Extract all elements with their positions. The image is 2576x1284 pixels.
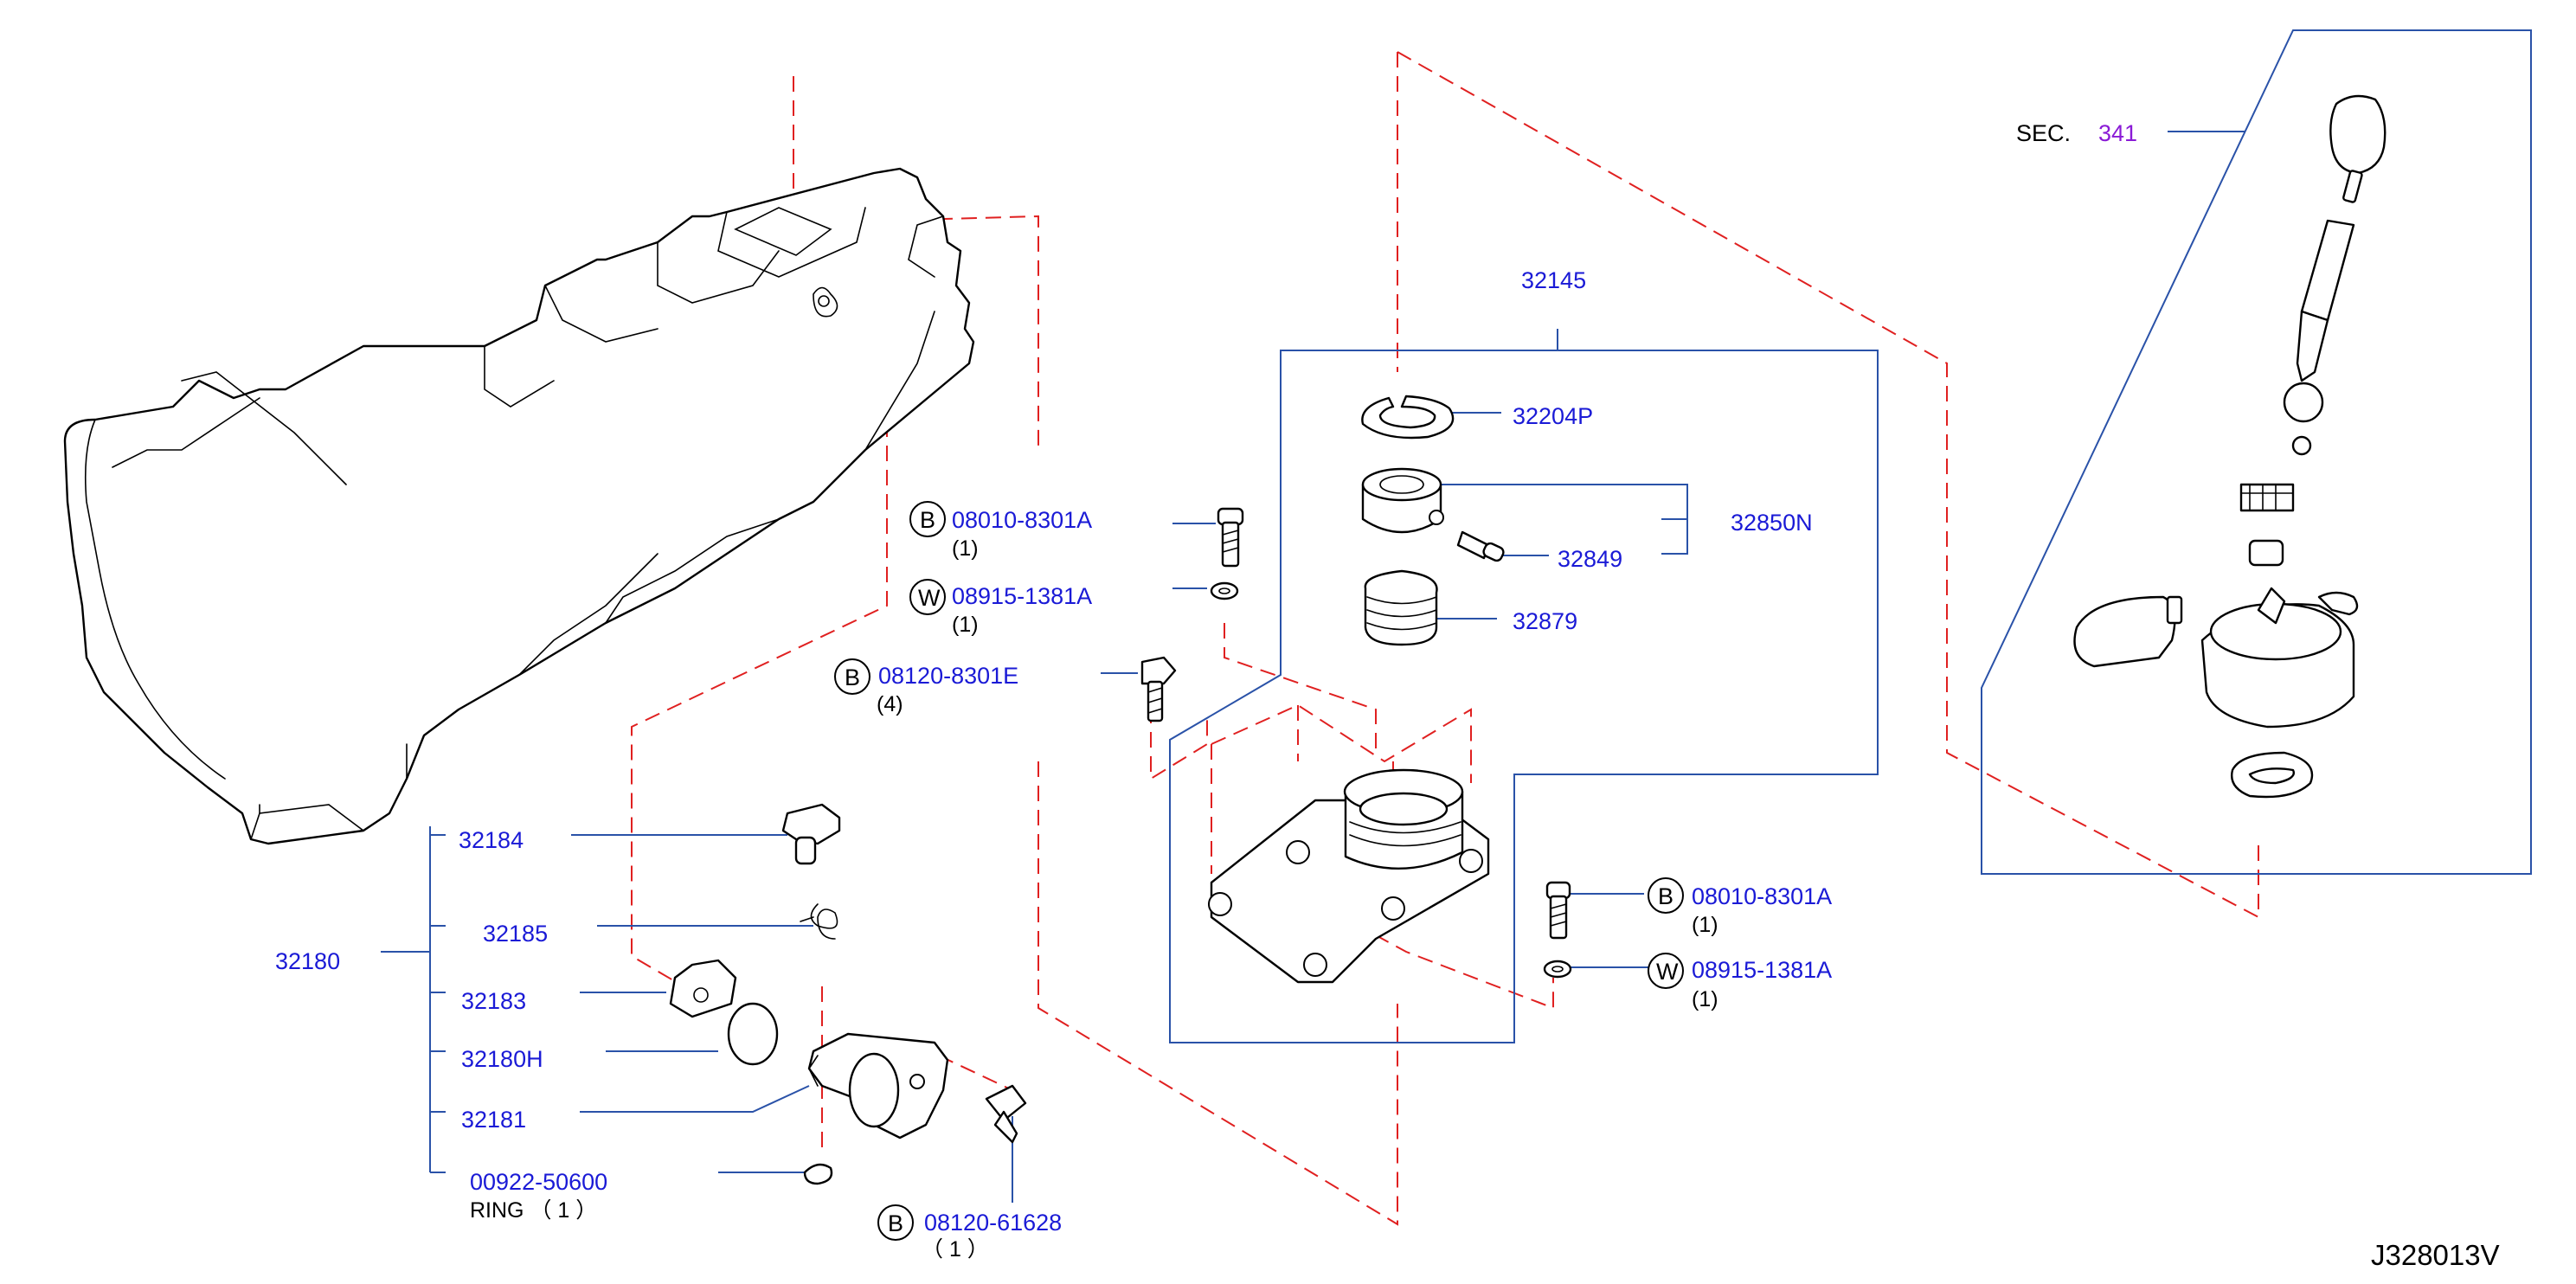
qty-b4: (1): [1692, 913, 1718, 937]
part-32181-link[interactable]: 32181: [461, 1107, 526, 1133]
part-32849-pin: [1456, 530, 1505, 562]
bolt-marker-b1: [909, 501, 946, 537]
part-08915-1381A-lower-link[interactable]: 08915-1381A: [1692, 957, 1832, 983]
bolt-marker-b4-letter: B: [1658, 883, 1673, 909]
part-32183-link[interactable]: 32183: [461, 988, 526, 1014]
sec-341-link[interactable]: 341: [2098, 120, 2137, 146]
sec-prefix: SEC.: [2016, 120, 2071, 146]
washer-marker-w1: [909, 579, 946, 615]
part-32204P-snap-ring: [1361, 395, 1455, 440]
shift-lever-assembly-illustration: [2073, 94, 2386, 799]
part-32145-retainer: [1208, 768, 1490, 984]
washer-08915-1381A-upper: [1210, 581, 1239, 600]
bolt-marker-b3-letter: B: [888, 1210, 903, 1236]
washer-marker-w1-letter: W: [918, 585, 941, 611]
bolt-08010-8301A-upper: [1217, 507, 1244, 568]
qty-b3: （ 1 ）: [922, 1237, 989, 1262]
part-32849-link[interactable]: 32849: [1558, 546, 1622, 572]
part-32850N-link[interactable]: 32850N: [1731, 510, 1813, 536]
part-32180-link[interactable]: 32180: [275, 948, 340, 974]
part-32879-link[interactable]: 32879: [1513, 608, 1577, 634]
qty-w1: (1): [952, 613, 979, 637]
qty-b1: (1): [952, 536, 979, 561]
leader-lines: [381, 131, 2245, 1203]
washer-08915-1381A-lower: [1543, 960, 1572, 979]
part-00922-ring: [803, 1163, 833, 1185]
part-32183-lever: [669, 959, 737, 1018]
bolt-marker-b2: [834, 658, 870, 695]
assembly-boundaries: [1169, 29, 2532, 1043]
part-32180H-plug: [727, 1002, 779, 1066]
labels-layer: SEC. 341 32145 32204P 32850N 32849 32879…: [275, 120, 2500, 1271]
bolt-marker-b3: [877, 1204, 914, 1241]
bolt-08120-8301E: [1140, 656, 1177, 722]
part-32180H-link[interactable]: 32180H: [461, 1046, 543, 1072]
part-08010-8301A-lower-link[interactable]: 08010-8301A: [1692, 883, 1832, 909]
bolt-marker-b2-letter: B: [845, 664, 860, 690]
part-08120-8301E-link[interactable]: 08120-8301E: [878, 663, 1018, 689]
part-32184-link[interactable]: 32184: [459, 827, 524, 853]
part-08120-61628-link[interactable]: 08120-61628: [924, 1210, 1062, 1236]
ring-qty-label: RING （ 1 ）: [470, 1198, 597, 1223]
bolt-08010-8301A-lower: [1545, 881, 1571, 940]
transmission-case-illustration: [63, 167, 975, 845]
washer-marker-w2-letter: W: [1656, 959, 1679, 985]
bolt-marker-b4: [1648, 877, 1684, 914]
washer-marker-w2: [1648, 953, 1684, 989]
part-00922-50600-link[interactable]: 00922-50600: [470, 1169, 607, 1195]
part-08915-1381A-upper-link[interactable]: 08915-1381A: [952, 583, 1092, 609]
part-32185-link[interactable]: 32185: [483, 921, 548, 947]
part-32145-link[interactable]: 32145: [1521, 267, 1586, 293]
qty-b2: (4): [877, 692, 903, 716]
part-32184-pin: [781, 803, 841, 865]
qty-w2: (1): [1692, 987, 1718, 1011]
part-08010-8301A-upper-link[interactable]: 08010-8301A: [952, 507, 1092, 533]
part-32879-spring: [1364, 569, 1438, 646]
bolt-08120-61628: [985, 1084, 1027, 1144]
bolt-marker-b1-letter: B: [920, 507, 935, 533]
part-32204P-link[interactable]: 32204P: [1513, 403, 1593, 429]
part-32185-spring: [800, 903, 838, 940]
part-32181-housing: [807, 1032, 949, 1140]
diagram-code: J328013V: [2371, 1239, 2500, 1271]
part-32850N-bushing: [1361, 467, 1444, 534]
